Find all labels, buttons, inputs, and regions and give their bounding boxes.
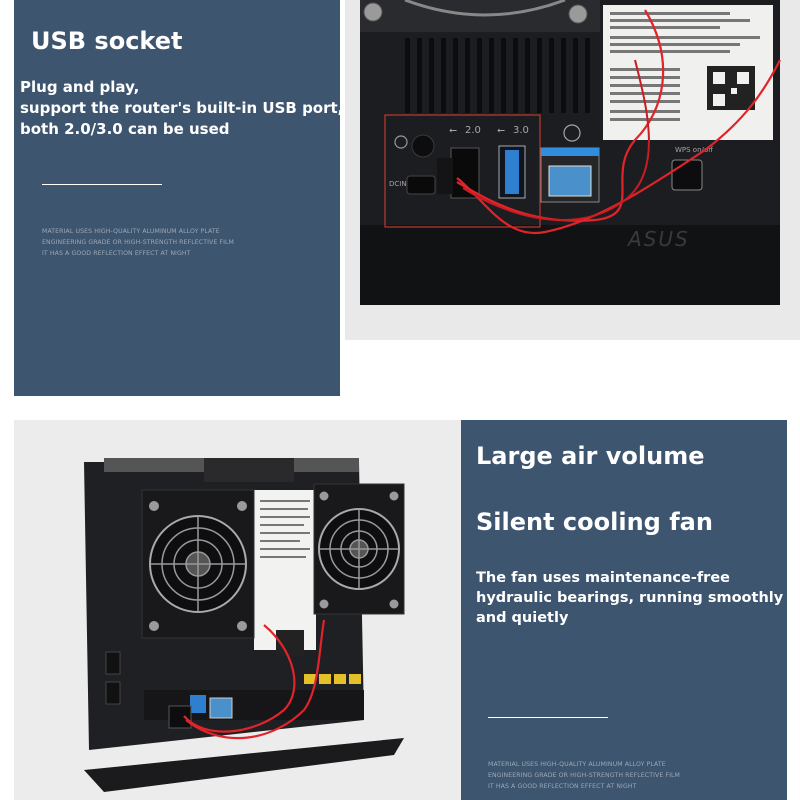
fan-description-line: The fan uses maintenance-free bbox=[476, 570, 730, 586]
usb-description-line: Plug and play, bbox=[20, 78, 140, 96]
fan-fine-print: MATERIAL USES HIGH-QUALITY ALUMINUM ALLO… bbox=[488, 759, 680, 792]
usb-socket-title: USB socket bbox=[31, 27, 183, 55]
fine-print-line: ENGINEERING GRADE OR HIGH-STRENGTH REFLE… bbox=[488, 772, 680, 779]
screw-icon bbox=[319, 491, 329, 501]
screw-icon bbox=[568, 4, 588, 24]
usb2-port bbox=[450, 147, 480, 199]
fine-print-line: MATERIAL USES HIGH-QUALITY ALUMINUM ALLO… bbox=[42, 228, 220, 235]
router-stand bbox=[84, 738, 404, 792]
power-button bbox=[411, 134, 435, 158]
fan-title-2: Silent cooling fan bbox=[476, 508, 713, 536]
usb2-label: 2.0 bbox=[465, 125, 481, 136]
dc-in-port bbox=[406, 175, 436, 195]
usb-plug bbox=[437, 158, 453, 194]
fine-print-line: IT HAS A GOOD REFLECTION EFFECT AT NIGHT bbox=[42, 250, 191, 257]
screw-icon bbox=[149, 621, 159, 631]
usb3-label: 3.0 bbox=[513, 125, 529, 136]
red-cable bbox=[462, 59, 650, 221]
router-fan-photo bbox=[14, 420, 461, 800]
usb-fine-print: MATERIAL USES HIGH-QUALITY ALUMINUM ALLO… bbox=[42, 226, 234, 259]
wps-button bbox=[671, 159, 703, 191]
fine-print-line: ENGINEERING GRADE OR HIGH-STRENGTH REFLE… bbox=[42, 239, 234, 246]
fan-description-line: and quietly bbox=[476, 610, 569, 626]
red-cable bbox=[456, 9, 665, 222]
screw-icon bbox=[149, 501, 159, 511]
divider-line bbox=[488, 717, 608, 718]
usb-description-line: support the router's built-in USB port, bbox=[20, 99, 344, 117]
fan-description-line: hydraulic bearings, running smoothly bbox=[476, 590, 784, 606]
globe-icon bbox=[563, 124, 581, 142]
fan-description: The fan uses maintenance-free hydraulic … bbox=[476, 568, 783, 628]
lan-port-yellow bbox=[349, 674, 361, 684]
lan-port-yellow bbox=[304, 674, 316, 684]
wan-port-blue-stripe bbox=[541, 148, 599, 156]
led-indicator bbox=[105, 651, 121, 675]
lan-port-yellow bbox=[334, 674, 346, 684]
fan-guard bbox=[404, 0, 566, 17]
fine-print-line: MATERIAL USES HIGH-QUALITY ALUMINUM ALLO… bbox=[488, 761, 666, 768]
screw-icon bbox=[389, 491, 399, 501]
usb-symbol-icon: ⭠ bbox=[449, 125, 457, 136]
fine-print-line: IT HAS A GOOD REFLECTION EFFECT AT NIGHT bbox=[488, 783, 637, 790]
fan-bracket bbox=[204, 458, 294, 482]
usb3-blue-insert bbox=[505, 150, 519, 194]
asus-logo: ASUS bbox=[626, 227, 690, 251]
router-base bbox=[360, 225, 780, 305]
screw-icon bbox=[363, 2, 383, 22]
led-indicator bbox=[105, 681, 121, 705]
screw-icon bbox=[389, 599, 399, 609]
wps-label: WPS on/off bbox=[675, 146, 713, 154]
usb-description: Plug and play, support the router's buil… bbox=[20, 77, 343, 140]
red-cable bbox=[183, 624, 296, 733]
screw-icon bbox=[237, 501, 247, 511]
usb3-port bbox=[190, 695, 206, 713]
label-text-lines bbox=[260, 500, 310, 558]
ethernet-port bbox=[548, 165, 592, 197]
usb-highlight-box bbox=[384, 114, 541, 228]
divider-line bbox=[42, 184, 162, 185]
usb-description-line: both 2.0/3.0 can be used bbox=[20, 120, 230, 138]
dcin-label: DCIN bbox=[389, 180, 407, 188]
wan-port bbox=[209, 697, 233, 719]
usb-plug bbox=[168, 705, 192, 729]
router-rear-photo: DCIN ⭠ 2.0 ⭠ 3.0 WPS on/off ASUS bbox=[345, 0, 800, 340]
red-cable bbox=[185, 619, 326, 740]
router-rear-illustration: DCIN ⭠ 2.0 ⭠ 3.0 WPS on/off ASUS bbox=[360, 0, 781, 305]
router-fan-illustration bbox=[84, 458, 405, 792]
fan-title-1: Large air volume bbox=[476, 442, 705, 470]
vent-slots bbox=[405, 38, 590, 113]
usb-symbol-icon: ⭠ bbox=[497, 125, 505, 136]
lan-port-yellow bbox=[319, 674, 331, 684]
product-label-sticker bbox=[254, 490, 316, 650]
usb-info-panel bbox=[14, 0, 340, 396]
screw-icon bbox=[319, 599, 329, 609]
fan-info-panel bbox=[461, 420, 787, 800]
screw-icon bbox=[237, 621, 247, 631]
power-icon bbox=[394, 135, 408, 149]
